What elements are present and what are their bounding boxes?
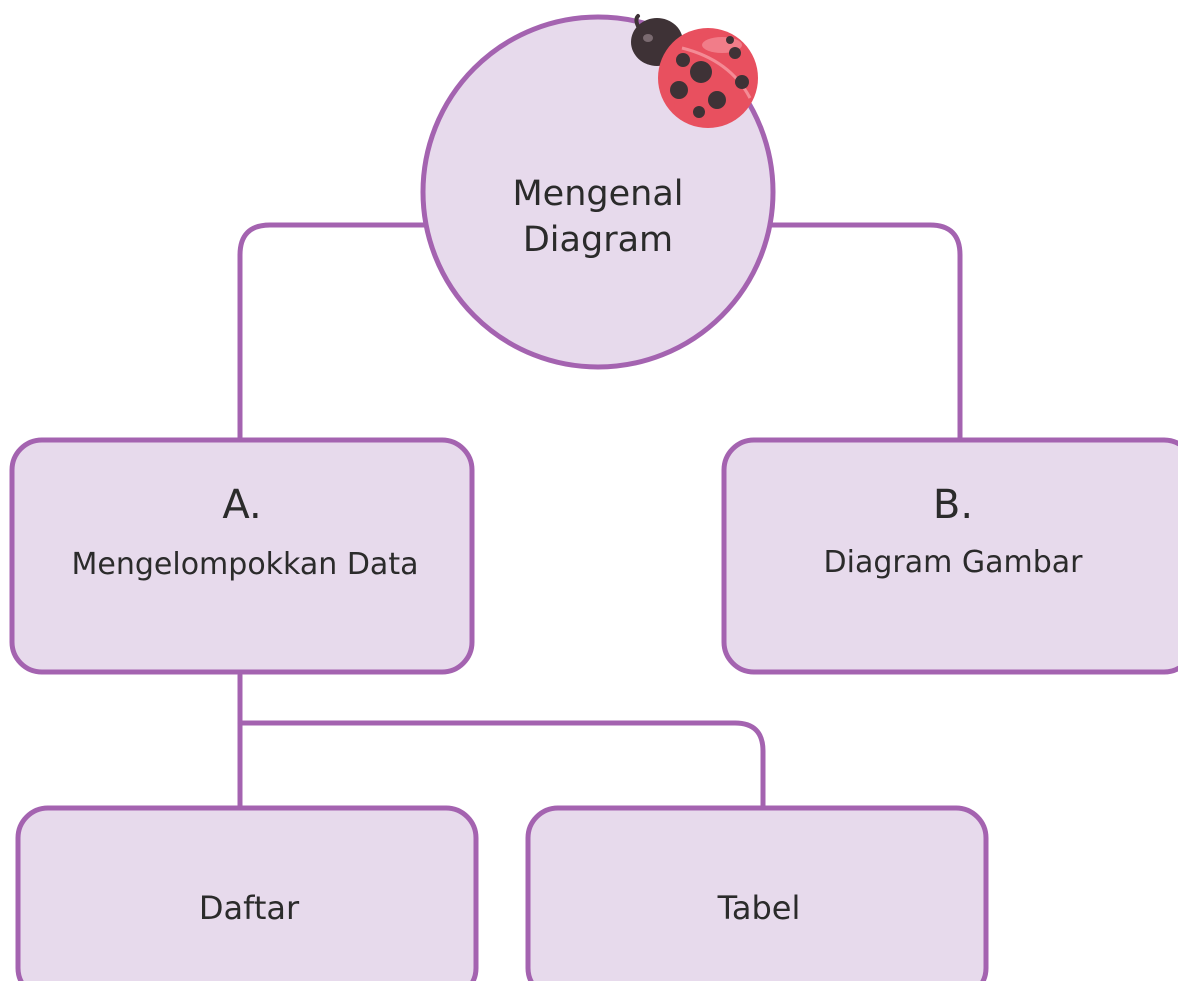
node-a-label: Mengelompokkan Data: [72, 547, 419, 582]
connector-a-to-tabel: [237, 720, 766, 811]
node-a: A. Mengelompokkan Data: [9, 437, 475, 675]
node-b-letter: B.: [933, 482, 973, 528]
node-a-letter: A.: [222, 482, 261, 528]
root-label-line2: Diagram: [523, 220, 673, 260]
connector-root-to-b: [767, 222, 963, 443]
node-tabel-label: Tabel: [717, 889, 801, 927]
node-b-label: Diagram Gambar: [824, 545, 1084, 580]
node-tabel: Tabel: [525, 805, 989, 981]
node-daftar: Daftar: [15, 805, 479, 981]
root-label-line1: Mengenal: [512, 174, 683, 214]
node-b: B. Diagram Gambar: [721, 437, 1178, 675]
connectors: [237, 222, 963, 811]
connector-root-to-a: [237, 222, 431, 443]
node-daftar-label: Daftar: [199, 889, 300, 927]
ladybug-icon: [631, 14, 758, 128]
